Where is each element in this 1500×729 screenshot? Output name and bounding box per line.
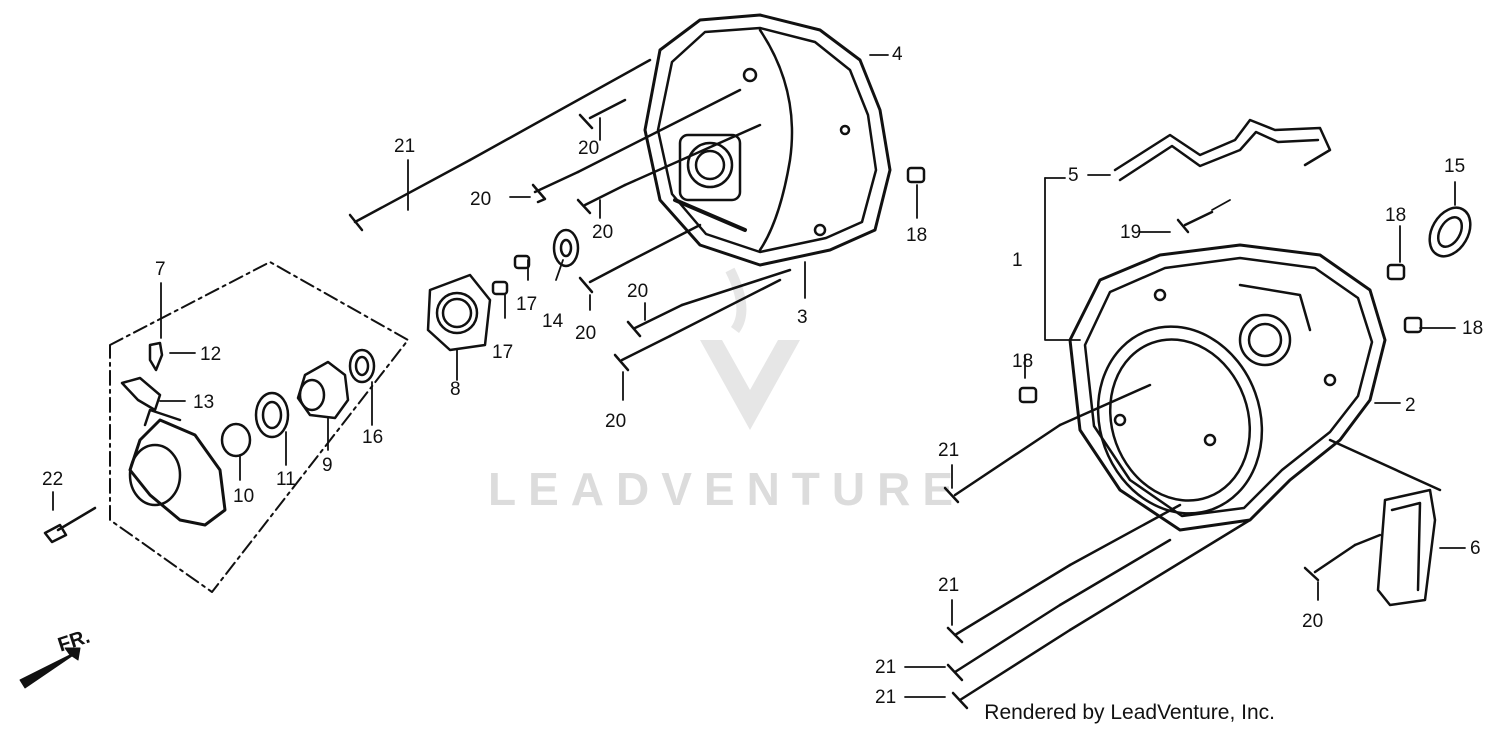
front-arrow-icon	[19, 647, 81, 689]
callout-18-c: 18	[1462, 318, 1484, 339]
callout-22: 22	[42, 469, 64, 490]
callout-20-a: 20	[470, 189, 492, 210]
callout-5: 5	[1068, 165, 1079, 186]
callout-8: 8	[450, 379, 461, 400]
callout-21-b: 21	[938, 575, 960, 596]
callout-4: 4	[892, 44, 903, 65]
callout-21-a: 21	[938, 440, 960, 461]
chain-guide	[1376, 488, 1437, 607]
render-credit: Rendered by LeadVenture, Inc.	[984, 701, 1275, 724]
oil-pipe	[1113, 118, 1332, 182]
callout-2: 2	[1405, 395, 1416, 416]
callout-3: 3	[797, 307, 808, 328]
callout-13: 13	[193, 392, 215, 413]
gasket	[426, 273, 492, 352]
bolts	[348, 58, 1442, 710]
callout-18-d: 18	[1012, 351, 1034, 372]
callout-21-c: 21	[875, 657, 897, 678]
callout-20-e: 20	[575, 323, 597, 344]
watermark-logo-icon	[700, 267, 800, 430]
callout-20-right: 20	[1302, 611, 1324, 632]
rubber-boot	[220, 422, 252, 458]
breather-fitting	[148, 341, 164, 372]
needle-bearing	[348, 348, 376, 384]
clamp	[120, 376, 162, 412]
callout-19: 19	[1120, 222, 1142, 243]
callout-9: 9	[322, 455, 333, 476]
callout-16: 16	[362, 427, 384, 448]
flange-bolt-22	[43, 506, 97, 544]
callout-7: 7	[155, 259, 166, 280]
callout-17-a: 17	[516, 294, 538, 315]
callout-21-top: 21	[394, 136, 416, 157]
watermark-text: LEADVENTURE	[488, 463, 966, 515]
callout-20-d: 20	[627, 281, 649, 302]
left-crankcase-cover	[643, 13, 892, 267]
callout-12: 12	[200, 344, 222, 365]
leader-lines	[52, 54, 1466, 698]
oil-seal	[1428, 206, 1472, 258]
callout-15: 15	[1444, 156, 1466, 177]
callout-20-b: 20	[578, 138, 600, 159]
callout-14: 14	[542, 311, 564, 332]
bearing	[254, 391, 290, 439]
callout-21-d: 21	[875, 687, 897, 708]
housing	[128, 408, 227, 527]
washer	[552, 228, 580, 268]
callout-20-f: 20	[605, 411, 627, 432]
callout-11: 11	[276, 469, 296, 490]
callout-10: 10	[233, 486, 255, 507]
callout-18-b: 18	[1385, 205, 1407, 226]
right-crankcase	[1068, 243, 1387, 532]
assembly-box	[109, 261, 409, 593]
callout-18-a: 18	[906, 225, 928, 246]
dowel-pins	[491, 166, 1423, 404]
bushing	[296, 360, 350, 420]
callout-17-b: 17	[492, 342, 514, 363]
callout-20-c: 20	[592, 222, 614, 243]
callout-6: 6	[1470, 538, 1481, 559]
callout-1: 1	[1012, 250, 1023, 271]
